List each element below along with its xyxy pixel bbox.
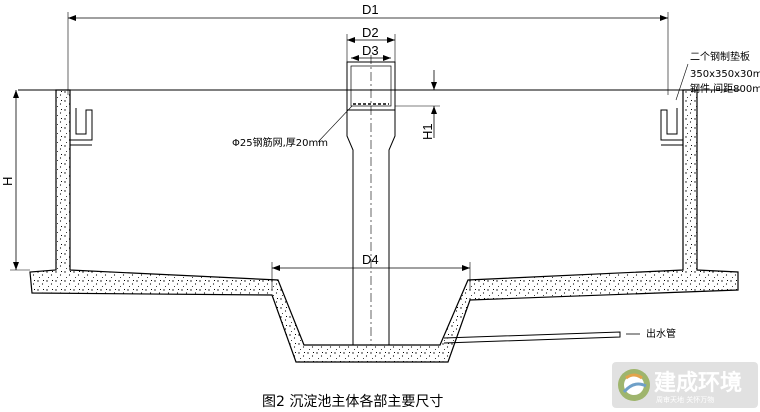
right-note-line2: 350x350x30mm [690,69,760,80]
dimension-d4: D4 [362,252,379,267]
dimension-h: H [0,177,15,186]
outlet-label: 出水管 [646,327,676,340]
figure-caption: 图2 沉淀池主体各部主要尺寸 [262,394,443,410]
dimension-d3: D3 [362,43,379,58]
dimension-h1: H1 [420,123,435,140]
right-weir-trough [660,108,683,141]
left-note: Φ25钢筋网,厚20mm [232,136,328,149]
outlet-pipe [443,331,621,344]
right-note-line1: 二个钢制垫板 [690,50,750,63]
center-pipe [346,110,396,345]
right-note-line3: 钢件,间距800mm [690,82,760,95]
dimension-d1: D1 [362,2,379,17]
watermark-name: 建成环境 [654,370,742,396]
watermark-logo-icon [618,369,650,401]
watermark-slogan: 周审天地 关怀万物 [656,395,714,404]
dimension-d2: D2 [362,25,379,40]
left-weir-trough [70,108,93,141]
tank-concrete-body [29,89,739,363]
watermark: 建成环境 周审天地 关怀万物 [612,362,758,408]
